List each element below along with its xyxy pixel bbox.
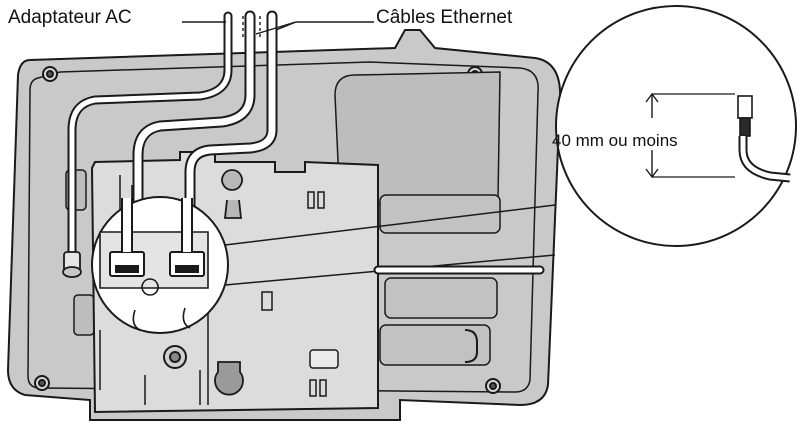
connector-zoom-circle [91, 196, 556, 334]
label-leaders [182, 16, 374, 40]
lan-port-icon [109, 251, 145, 277]
rj45-connector-icon [737, 95, 791, 183]
ac-adapter-plug-icon [62, 251, 82, 278]
length-detail-circle [555, 5, 797, 247]
cables [67, 10, 278, 261]
lan-port-icon [169, 251, 205, 277]
ac-adapter-label: Adaptateur AC [8, 7, 132, 28]
ethernet-cables-label: Câbles Ethernet [376, 7, 513, 28]
cable-length-label: 40 mm ou moins [552, 131, 678, 150]
